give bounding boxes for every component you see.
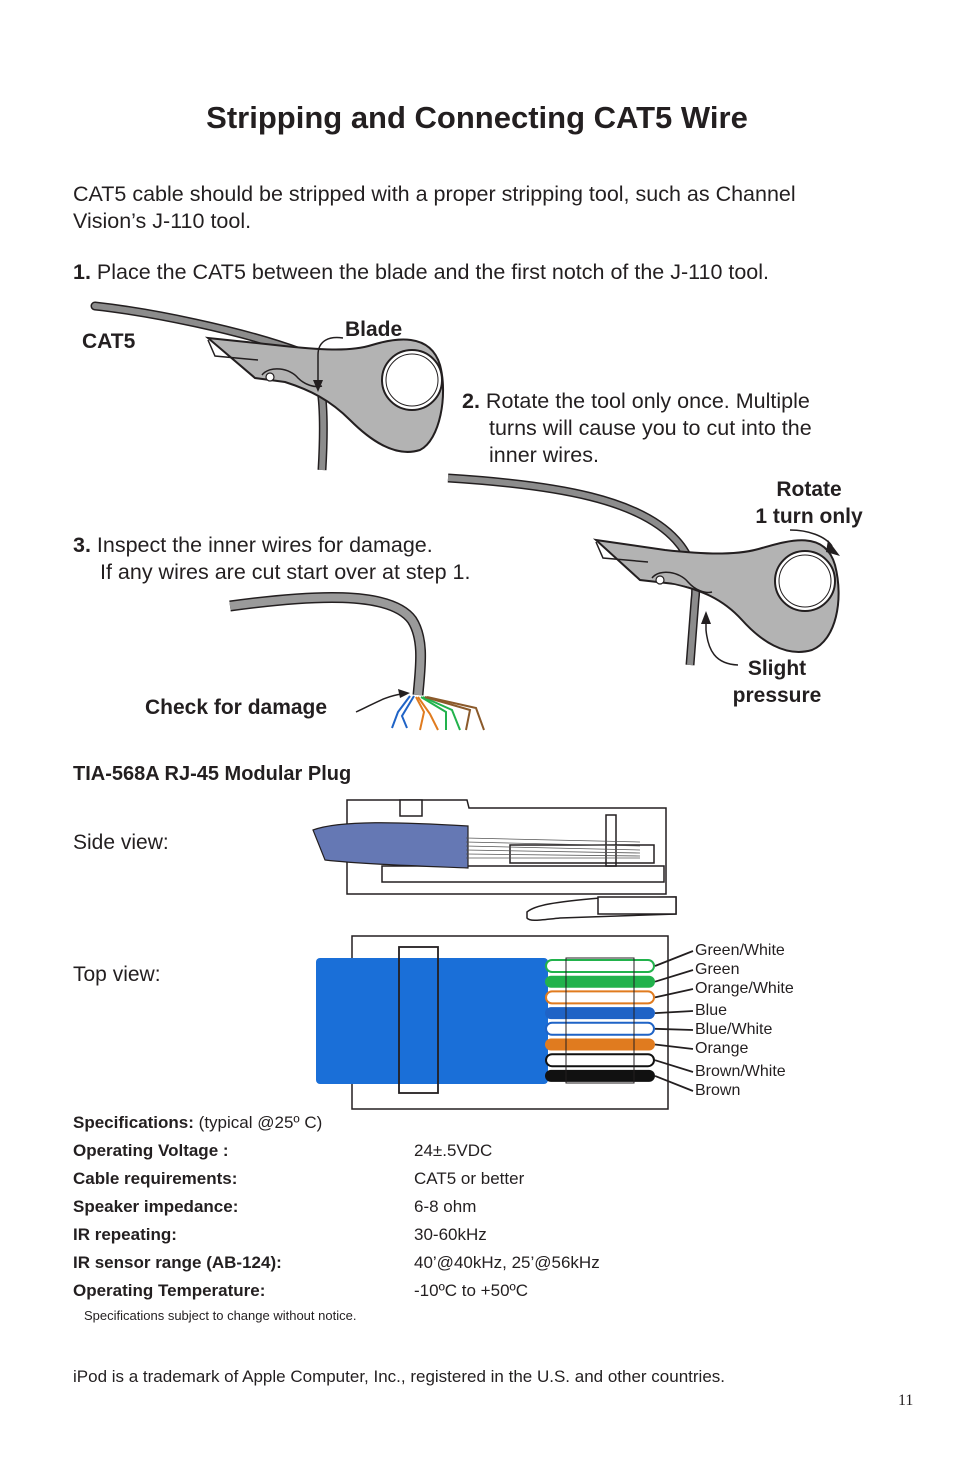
wire-label: Orange bbox=[695, 1040, 749, 1057]
top-jacket bbox=[316, 958, 548, 1084]
wire-label: Brown bbox=[695, 1082, 741, 1099]
spec-row: Operating Temperature: -10ºC to +50ºC bbox=[73, 1281, 773, 1303]
step-2-line-2: turns will cause you to cut into the bbox=[489, 416, 812, 440]
step-3: 3. Inspect the inner wires for damage. I… bbox=[73, 532, 543, 586]
leader-line bbox=[654, 1027, 694, 1031]
intro-paragraph: CAT5 cable should be stripped with a pro… bbox=[73, 181, 903, 235]
wire-label: Blue bbox=[695, 1002, 728, 1019]
wire-5 bbox=[545, 1021, 655, 1036]
specs-note: Specifications subject to change without… bbox=[84, 1308, 357, 1323]
wire-7 bbox=[545, 1053, 655, 1068]
slight-pressure-line-1: Slight bbox=[747, 657, 807, 680]
intro-line-2: Vision’s J-110 tool. bbox=[73, 209, 252, 233]
leader-line bbox=[654, 1043, 694, 1050]
page-number: 11 bbox=[898, 1392, 914, 1409]
trademark-note: iPod is a trademark of Apple Computer, I… bbox=[73, 1367, 726, 1386]
leader-line bbox=[654, 1059, 694, 1073]
check-damage-label: Check for damage bbox=[145, 696, 328, 719]
wire-3 bbox=[545, 990, 655, 1005]
leader-line bbox=[654, 1010, 694, 1014]
spec-value: 24±.5VDC bbox=[414, 1141, 493, 1160]
spec-value: 6-8 ohm bbox=[414, 1197, 477, 1216]
step-2: 2. Rotate the tool only once. Multiple t… bbox=[462, 388, 922, 469]
wire-label: Green bbox=[695, 961, 740, 978]
step-2-line-3: inner wires. bbox=[489, 443, 599, 467]
spec-value: CAT5 or better bbox=[414, 1169, 525, 1188]
spec-key: Operating Temperature: bbox=[73, 1281, 266, 1300]
step-3-number: 3. bbox=[73, 533, 91, 557]
spec-key: IR sensor range (AB-124): bbox=[73, 1253, 282, 1272]
spec-row: IR repeating: 30-60kHz bbox=[73, 1225, 773, 1247]
rotate-label-line-2: 1 turn only bbox=[755, 505, 863, 528]
leader-line bbox=[654, 1075, 694, 1092]
slight-pressure-label: Slight pressure bbox=[718, 655, 836, 709]
spec-key: Operating Voltage : bbox=[73, 1141, 229, 1160]
step-1: 1. Place the CAT5 between the blade and … bbox=[73, 259, 903, 286]
wire-leader-lines bbox=[654, 950, 694, 1092]
spec-value: 30-60kHz bbox=[414, 1225, 487, 1244]
blade-pointer bbox=[317, 336, 344, 383]
spec-row: Speaker impedance: 6-8 ohm bbox=[73, 1197, 773, 1219]
spec-key: IR repeating: bbox=[73, 1225, 177, 1244]
spec-row: Operating Voltage : 24±.5VDC bbox=[73, 1141, 773, 1163]
stripped-cable bbox=[229, 591, 427, 696]
contact-box bbox=[565, 957, 635, 1084]
specs-heading: Specifications: bbox=[73, 1113, 194, 1132]
side-jacket bbox=[312, 822, 469, 869]
inner-wires bbox=[391, 695, 485, 731]
wire-label: Orange/White bbox=[695, 980, 794, 997]
crimp-bar bbox=[398, 946, 439, 1094]
leader-line bbox=[654, 988, 694, 999]
step-2-line-1: Rotate the tool only once. Multiple bbox=[485, 389, 810, 413]
side-view-label: Side view: bbox=[73, 831, 169, 854]
leader-line bbox=[654, 950, 694, 967]
specs-heading-note: (typical @25º C) bbox=[198, 1113, 323, 1132]
step-2-number: 2. bbox=[462, 389, 480, 413]
top-view-label: Top view: bbox=[73, 963, 161, 986]
rotate-label-line-1: Rotate bbox=[776, 478, 842, 501]
wire-1 bbox=[545, 959, 655, 973]
wire-6 bbox=[545, 1038, 655, 1051]
pressure-arrow bbox=[705, 620, 739, 666]
spec-value: -10ºC to +50ºC bbox=[414, 1281, 529, 1300]
wire-8 bbox=[545, 1069, 655, 1082]
plug-heading: TIA-568A RJ-45 Modular Plug bbox=[73, 763, 352, 785]
intro-line-1: CAT5 cable should be stripped with a pro… bbox=[73, 182, 796, 206]
page-title: Stripping and Connecting CAT5 Wire bbox=[206, 100, 748, 135]
wire-label: Green/White bbox=[695, 942, 785, 959]
cat5-label: CAT5 bbox=[82, 330, 136, 353]
step-3-line-1: Inspect the inner wires for damage. bbox=[96, 533, 433, 557]
spec-row: IR sensor range (AB-124): 40’@40kHz, 25’@… bbox=[73, 1253, 773, 1275]
wire-4 bbox=[545, 1007, 655, 1020]
step-1-text: Place the CAT5 between the blade and the… bbox=[96, 260, 770, 284]
check-pointer bbox=[355, 693, 403, 713]
specs-heading-row: Specifications: (typical @25º C) bbox=[73, 1113, 322, 1133]
slight-pressure-line-2: pressure bbox=[732, 684, 822, 707]
spec-key: Speaker impedance: bbox=[73, 1197, 239, 1216]
spec-key: Cable requirements: bbox=[73, 1169, 238, 1188]
spec-row: Cable requirements: CAT5 or better bbox=[73, 1169, 773, 1191]
spec-value: 40’@40kHz, 25’@56kHz bbox=[414, 1253, 600, 1272]
wire-label: Brown/White bbox=[695, 1063, 786, 1080]
wire-2 bbox=[545, 975, 655, 988]
top-wires bbox=[545, 959, 655, 1082]
step-3-line-2: If any wires are cut start over at step … bbox=[100, 560, 471, 584]
leader-line bbox=[654, 969, 694, 983]
blade-label: Blade bbox=[345, 318, 403, 341]
rotate-label: Rotate 1 turn only bbox=[748, 476, 870, 530]
wire-label: Blue/White bbox=[695, 1021, 773, 1038]
step-1-number: 1. bbox=[73, 260, 91, 284]
